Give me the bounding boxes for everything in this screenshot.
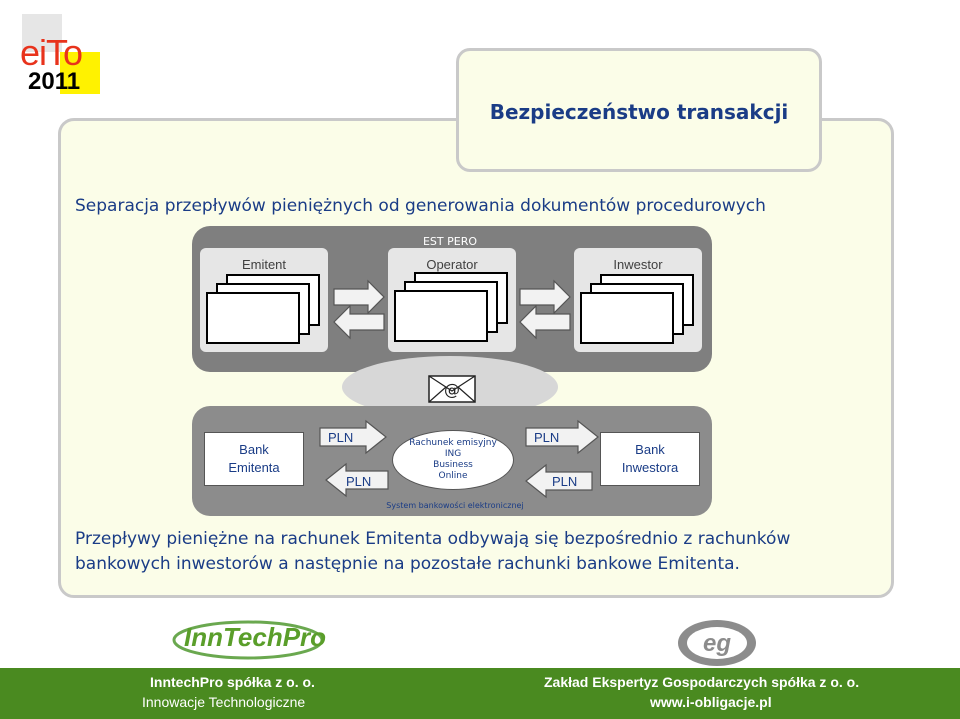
center-line-1: Rachunek emisyjny <box>409 438 497 448</box>
document-icon <box>206 292 300 344</box>
bank-emitenta-box: Bank Emitenta <box>204 432 304 486</box>
page-title: Bezpieczeństwo transakcji <box>489 100 789 124</box>
footer-right-line1: Zakład Ekspertyz Gospodarczych spółka z … <box>544 674 860 690</box>
arrow-left-icon <box>525 463 593 499</box>
at-symbol: @ <box>444 380 460 399</box>
bank-emitenta-label: Bank Emitenta <box>228 442 280 475</box>
system-label: System bankowości elektronicznej <box>386 501 524 510</box>
title-box <box>456 48 822 172</box>
email-envelope-icon: @ <box>428 375 476 403</box>
emitent-label: Emitent <box>241 257 287 272</box>
eg-wordmark: eg <box>703 630 731 657</box>
rachunek-emisyjny-ellipse: Rachunek emisyjny ING Business Online <box>392 430 514 490</box>
pln-label: PLN <box>534 430 560 445</box>
subtitle: Separacja przepływów pieniężnych od gene… <box>75 196 766 216</box>
center-line-4: Online <box>438 471 468 481</box>
pln-label: PLN <box>328 430 354 445</box>
operator-label: Operator <box>426 257 478 272</box>
footer-website-link[interactable]: www.i-obligacje.pl <box>650 694 772 710</box>
document-icon <box>580 292 674 344</box>
eito-2011-logo: eiTo 2011 <box>20 14 104 96</box>
center-line-3: Business <box>433 460 473 470</box>
inntechpro-wordmark: InnTechPro <box>184 622 326 652</box>
bank-inwestora-box: Bank Inwestora <box>600 432 700 486</box>
eg-logo: eg <box>678 620 756 666</box>
footer-left-line2: Innowacje Technologiczne <box>142 694 306 710</box>
arrow-left-icon <box>325 462 389 498</box>
pln-label: PLN <box>346 474 372 489</box>
pln-label: PLN <box>552 474 578 489</box>
inntechpro-logo: InnTechPro <box>172 620 326 660</box>
footer-bar: InntechPro spółka z o. o. Innowacje Tech… <box>0 668 960 719</box>
document-icon <box>394 290 488 342</box>
arrow-left-icon <box>519 304 571 340</box>
arrow-left-icon <box>333 304 385 340</box>
bank-inwestora-label: Bank Inwestora <box>621 442 679 475</box>
logo-word: eiTo <box>20 32 83 73</box>
logo-year: 2011 <box>28 68 81 95</box>
footer-left-line1: InntechPro spółka z o. o. <box>150 674 315 690</box>
center-line-2: ING <box>444 449 462 459</box>
inwestor-label: Inwestor <box>613 257 663 272</box>
description-paragraph: Przepływy pieniężne na rachunek Emitenta… <box>75 529 791 574</box>
arrow-right-icon <box>519 279 571 315</box>
est-pero-label: EST PERO <box>422 235 478 248</box>
arrow-right-icon <box>525 419 599 455</box>
arrow-right-icon <box>319 419 387 455</box>
arrow-right-icon <box>333 279 385 315</box>
